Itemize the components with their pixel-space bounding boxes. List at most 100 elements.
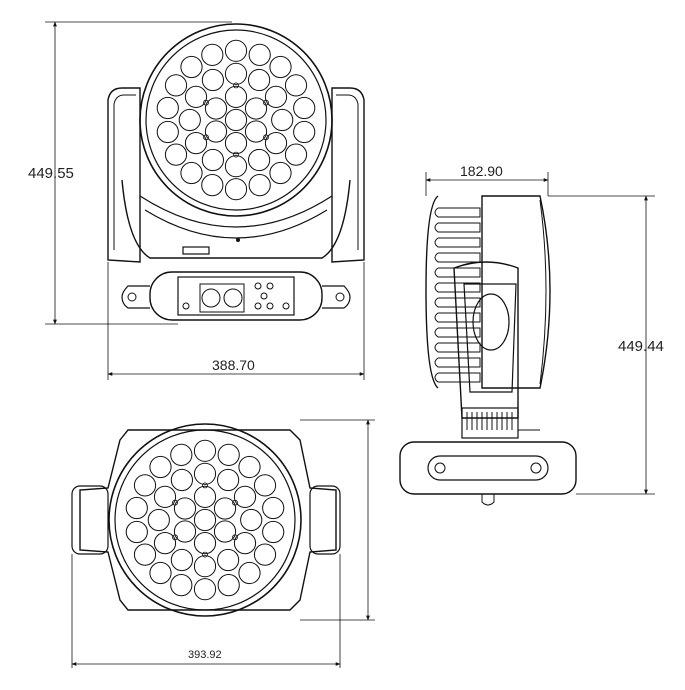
- front-base: [149, 271, 323, 321]
- front-led-lens: [204, 97, 228, 120]
- front-led-lens: [156, 96, 179, 120]
- front-led-lens: [201, 43, 224, 67]
- front-led-lens: [224, 62, 248, 85]
- front-width-label: 388.70: [212, 357, 255, 373]
- front-led-lens: [201, 68, 224, 92]
- top-led-lens: [133, 474, 157, 497]
- front-led-lens: [164, 143, 188, 166]
- front-led-lens: [184, 132, 208, 155]
- top-led-lens: [213, 497, 237, 520]
- top-led-lens: [213, 520, 237, 543]
- menu-button: [254, 302, 262, 310]
- front-view: 449.55 388.70: [28, 21, 365, 380]
- front-led-lens: [224, 39, 248, 62]
- side-yoke-arm: [453, 261, 519, 419]
- front-right-yoke-arm: [331, 87, 365, 263]
- front-led-lens: [156, 120, 179, 144]
- front-led-lens: [201, 174, 224, 197]
- front-connector-panel: [177, 276, 295, 316]
- front-led-lens: [224, 155, 248, 178]
- side-neck-vents: [466, 412, 513, 430]
- top-arm-left: [71, 485, 109, 555]
- front-led-lens: [164, 74, 188, 97]
- menu-button: [266, 282, 274, 290]
- top-led-lens: [238, 455, 261, 479]
- side-base: [399, 441, 577, 495]
- top-led-lens: [253, 543, 277, 566]
- front-led-lens: [269, 55, 292, 79]
- top-led-lens: [193, 462, 217, 485]
- top-led-lens: [193, 555, 217, 578]
- side-yoke-cover: [472, 293, 510, 351]
- menu-button: [254, 282, 262, 290]
- front-led-lens: [264, 85, 288, 109]
- top-led-lens: [193, 439, 217, 462]
- front-led-lens: [180, 55, 203, 79]
- top-led-lens: [193, 532, 217, 555]
- front-base-handle-right: [322, 285, 351, 309]
- top-led-lens: [149, 561, 172, 585]
- top-yoke: [79, 429, 337, 611]
- front-led-lens: [293, 120, 316, 144]
- top-led-lens: [170, 548, 193, 572]
- side-view: 182.90 449.44: [399, 163, 664, 506]
- front-led-lens: [224, 108, 248, 132]
- top-led-lens: [170, 574, 193, 597]
- front-led-lens: [180, 161, 203, 185]
- top-led-lens: [238, 561, 261, 585]
- top-led-lens: [217, 574, 240, 597]
- top-arm-right: [309, 485, 341, 555]
- top-led-lens: [133, 543, 157, 566]
- front-menu-buttons: [182, 282, 290, 310]
- front-xlr-in: [201, 288, 221, 308]
- front-led-lens: [271, 108, 294, 132]
- front-led-lens: [224, 178, 248, 201]
- side-head-fins: [434, 207, 481, 383]
- top-led-lens: [173, 497, 197, 520]
- menu-button: [260, 292, 268, 300]
- top-led-lens: [193, 485, 217, 508]
- front-led-lens: [284, 143, 308, 166]
- front-led-lens: [224, 85, 248, 109]
- top-led-lens: [170, 468, 193, 492]
- front-led-lens: [269, 161, 292, 185]
- top-led-lens: [233, 485, 257, 508]
- top-led-lens: [217, 468, 240, 492]
- front-left-yoke-arm: [107, 87, 141, 263]
- front-led-lens: [284, 74, 308, 97]
- top-led-lens: [240, 508, 263, 532]
- front-body: [121, 179, 351, 259]
- top-led-lens: [217, 443, 240, 466]
- front-lens-rim: [139, 23, 333, 217]
- top-led-lens: [253, 474, 277, 497]
- side-height-label: 449.44: [618, 338, 664, 355]
- front-led-lens: [248, 68, 271, 92]
- front-led-lens: [293, 96, 316, 120]
- front-led-lens: [248, 174, 271, 197]
- front-xlr-out: [223, 288, 243, 308]
- top-width-label: 393.92: [188, 649, 222, 661]
- side-base-handle: [427, 455, 549, 481]
- front-base-handle-left: [121, 285, 150, 309]
- top-led-lens: [125, 520, 148, 544]
- top-led-lens: [125, 496, 148, 520]
- front-led-lens: [184, 85, 208, 109]
- top-led-lens: [173, 520, 197, 543]
- top-led-lens: [153, 485, 177, 508]
- menu-button: [266, 302, 274, 310]
- side-depth-label: 182.90: [460, 163, 503, 179]
- front-led-lens: [248, 148, 271, 172]
- top-led-lens: [217, 548, 240, 572]
- front-led-lens: [244, 97, 268, 120]
- front-led-lens: [224, 132, 248, 155]
- top-led-lens: [193, 508, 217, 532]
- top-led-lens: [233, 532, 257, 555]
- front-led-lens: [248, 43, 271, 67]
- top-led-lens: [262, 520, 285, 544]
- top-led-lens: [193, 578, 217, 601]
- front-led-lens: [178, 108, 201, 132]
- top-led-lens: [147, 508, 170, 532]
- front-led-lens: [201, 148, 224, 172]
- top-view: 393.92: [71, 419, 375, 668]
